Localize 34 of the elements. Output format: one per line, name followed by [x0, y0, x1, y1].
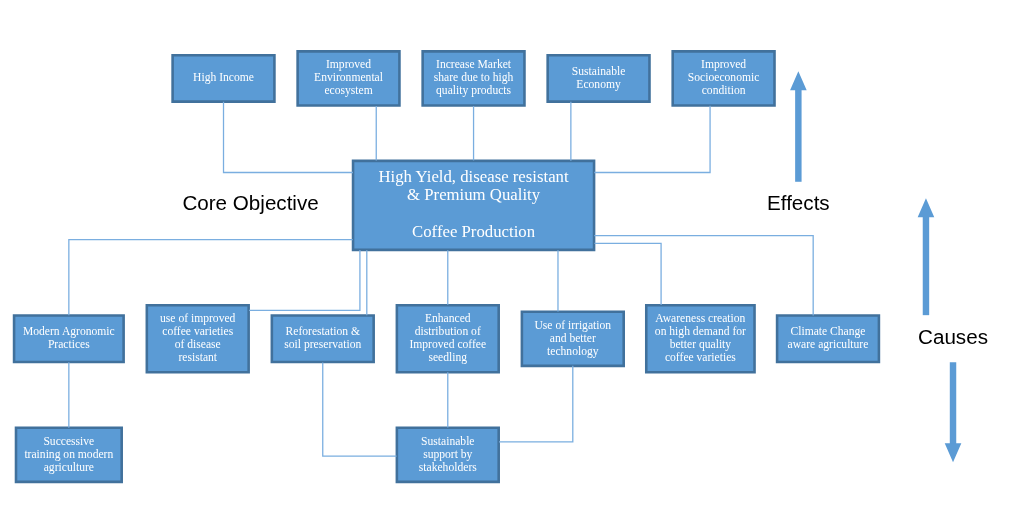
label: Core Objective [182, 191, 319, 215]
node-box: Sustainable support by stakeholders [395, 426, 500, 484]
node-box: use of improved coffee varieties of disease resistant [145, 303, 250, 374]
node-box: Enhanced distribution of Improved coffee seedling [395, 303, 500, 374]
label: Effects [767, 191, 830, 215]
connector [366, 249, 368, 316]
node-box: Climate Change aware agriculture [775, 314, 881, 364]
node-box: High Income [171, 53, 276, 103]
node-box: Modern Agronomic Practices [12, 314, 125, 364]
connector [472, 105, 475, 162]
label: Causes [918, 324, 988, 348]
connector [68, 361, 70, 429]
connector [593, 242, 662, 306]
connector [498, 365, 574, 443]
node-box: Successive training on modern agriculture [14, 426, 123, 484]
connector [570, 101, 572, 162]
node-box: Awareness creation on high demand for better quality coffee varieties [645, 303, 756, 374]
node-box: Increase Market share due to high quality products [421, 50, 526, 107]
node-box: Improved Socioeconomic condition [671, 50, 776, 107]
connector [68, 238, 354, 316]
node-box: Improved Environmental ecosystem [296, 50, 401, 107]
connector [447, 249, 449, 306]
connector [593, 235, 814, 317]
node-box: Use of irrigation and better technology [520, 310, 625, 368]
node-box: High Yield, disease resistant & Premium Quality Coffee Production [351, 159, 596, 252]
connector [447, 371, 449, 429]
connector [593, 105, 711, 174]
connector [248, 249, 361, 312]
connector [375, 105, 377, 162]
connector [222, 101, 354, 174]
node-box: Sustainable Economy [546, 53, 651, 103]
node-box: Reforestation & soil preservation [270, 314, 375, 364]
connector [322, 361, 398, 457]
connector [557, 249, 559, 313]
